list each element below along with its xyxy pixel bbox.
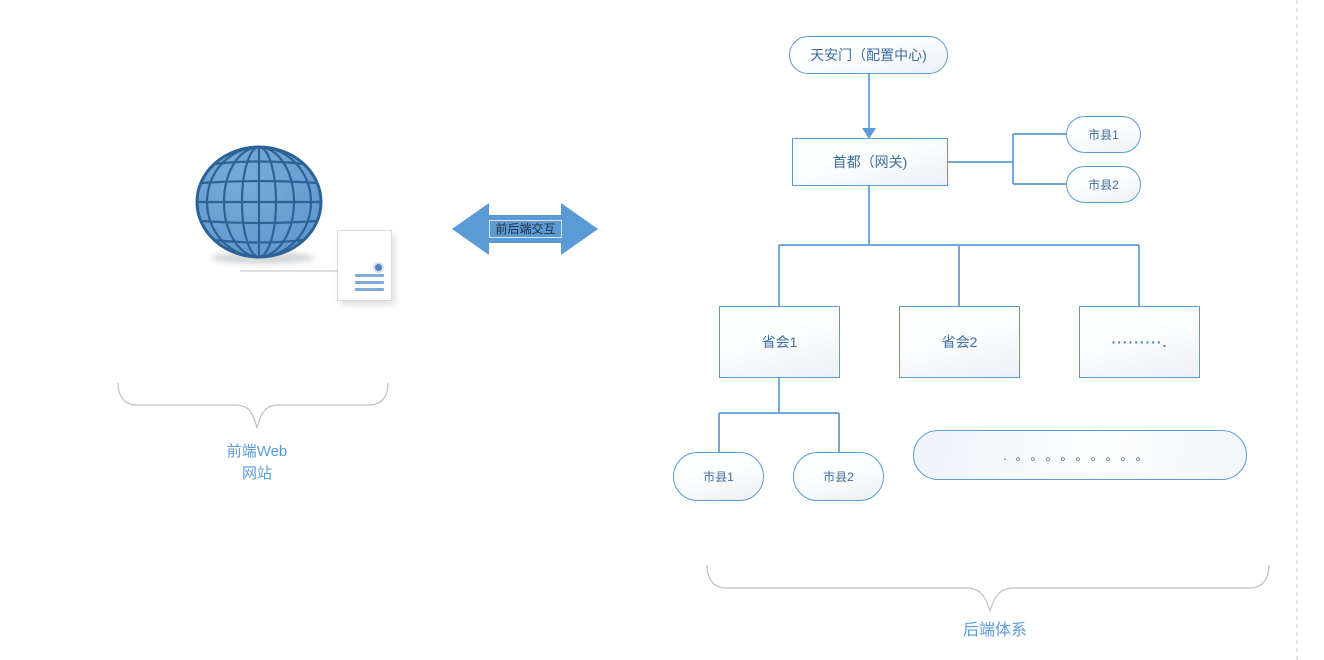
document-icon[interactable] — [337, 230, 392, 301]
list-bullet-icon — [375, 264, 382, 271]
frontend-label-line1: 前端Web — [226, 443, 288, 460]
node-province-more[interactable]: ·········. — [1079, 306, 1200, 378]
frontend-label-line2: 网站 — [241, 465, 272, 482]
node-top-city-2[interactable]: 市县2 — [1066, 166, 1141, 203]
node-config-center[interactable]: 天安门（配置中心) — [789, 36, 948, 74]
frontend-brace-label: 前端Web 网站 — [197, 441, 317, 485]
node-top-city-1[interactable]: 市县1 — [1066, 116, 1141, 153]
double-arrow-shape[interactable] — [452, 203, 598, 255]
list-line-icon — [355, 281, 384, 284]
backend-brace-label: 后端体系 — [962, 622, 1027, 639]
list-line-icon — [355, 288, 384, 291]
backend-brace — [706, 564, 1270, 614]
node-province-2[interactable]: 省会2 — [899, 306, 1020, 378]
node-province-1[interactable]: 省会1 — [719, 306, 840, 378]
node-gateway[interactable]: 首都（网关) — [792, 138, 948, 186]
node-more-cities[interactable]: .。。。。。。。。。 — [913, 430, 1247, 480]
tree-connectors — [718, 74, 1140, 452]
node-city-2[interactable]: 市县2 — [793, 452, 884, 501]
globe-icon[interactable] — [195, 145, 323, 259]
arrowhead-down-icon — [862, 128, 876, 139]
interaction-arrow-label[interactable]: 前后端交互 — [489, 220, 562, 238]
node-city-1[interactable]: 市县1 — [673, 452, 764, 501]
list-line-icon — [355, 274, 384, 277]
frontend-brace — [117, 382, 389, 429]
